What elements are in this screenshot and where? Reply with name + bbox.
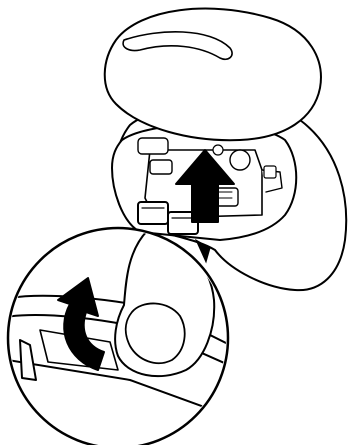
mouse-top-cover (105, 9, 321, 141)
magnified-detail (0, 228, 240, 445)
